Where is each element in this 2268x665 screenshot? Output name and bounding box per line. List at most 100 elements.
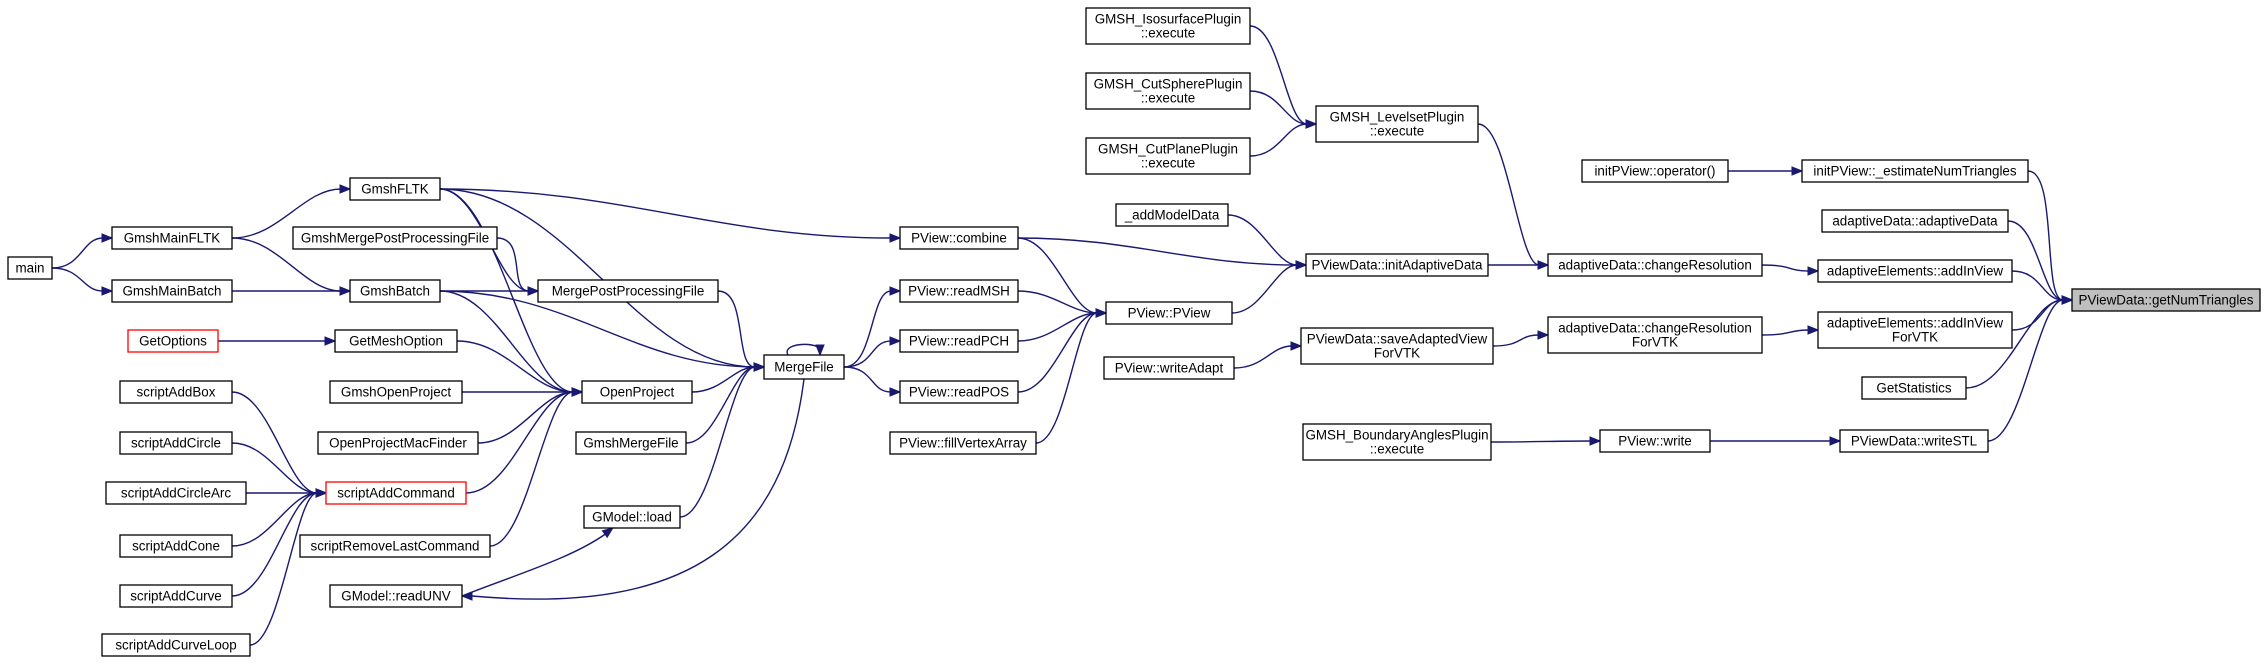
node-gmsh-open-project[interactable]: GmshOpenProject [329, 380, 463, 404]
edge-line [461, 532, 608, 597]
node-script-add-circle[interactable]: scriptAddCircle [119, 431, 233, 455]
edge-line [1965, 299, 2064, 389]
node-open-project-mac-finder[interactable]: OpenProjectMacFinder [317, 431, 479, 455]
node-label: adaptiveElements::addInView [1827, 264, 2004, 279]
node-label: adaptiveElements::addInView [1827, 316, 2004, 331]
node-pview-read-pos[interactable]: PView::readPOS [899, 380, 1019, 404]
node-get-statistics[interactable]: GetStatistics [1861, 376, 1967, 400]
edge-adaptive-data-ctor-to-get-num-triangles [2007, 220, 2074, 305]
node-label: PView::write [1618, 434, 1691, 449]
node-estimate-num-triangles[interactable]: initPView::_estimateNumTriangles [1801, 159, 2029, 183]
node-script-add-cone[interactable]: scriptAddCone [119, 534, 233, 558]
node-gmsh-merge-post-processing-file[interactable]: GmshMergePostProcessingFile [292, 226, 498, 250]
node-levelset-plugin[interactable]: GMSH_LevelsetPlugin::execute [1315, 105, 1479, 143]
node-cut-plane-plugin[interactable]: GMSH_CutPlanePlugin::execute [1085, 137, 1251, 175]
edge-script-add-box-to-script-add-command [231, 391, 328, 498]
node-gmsh-batch[interactable]: GmshBatch [349, 279, 441, 303]
node-label: scriptAddCone [132, 539, 220, 554]
node-pview-write[interactable]: PView::write [1599, 429, 1711, 453]
edge-line [489, 391, 574, 547]
node-get-mesh-option[interactable]: GetMeshOption [334, 329, 458, 353]
edge-script-add-curve-loop-to-script-add-command [249, 488, 328, 646]
node-label: PViewData::initAdaptiveData [1312, 258, 1484, 273]
node-label: adaptiveData::adaptiveData [1832, 214, 1998, 229]
edge-line [51, 237, 104, 269]
edge-open-project-mac-finder-to-open-project [477, 387, 584, 444]
node-box [349, 177, 441, 201]
edge-main-to-gmsh-main-fltk [51, 233, 114, 269]
node-init-adaptive-data[interactable]: PViewData::initAdaptiveData [1305, 253, 1489, 277]
node-write-stl[interactable]: PViewData::writeSTL [1839, 429, 1989, 453]
node-adaptive-data-ctor[interactable]: adaptiveData::adaptiveData [1821, 209, 2009, 233]
edge-line [786, 343, 822, 356]
edge-line [685, 366, 756, 444]
node-pview-combine[interactable]: PView::combine [899, 226, 1019, 250]
node-gmsh-merge-file[interactable]: GmshMergeFile [575, 431, 687, 455]
edge-line [231, 492, 318, 597]
node-pview-fill-vertex-array[interactable]: PView::fillVertexArray [889, 431, 1037, 455]
node-label: GModel::readUNV [341, 589, 450, 604]
node-box [1801, 159, 2029, 183]
node-label: PView::readPCH [909, 334, 1009, 349]
node-box [899, 226, 1019, 250]
node-label: scriptAddBox [137, 385, 216, 400]
edge-main-to-gmsh-main-batch [51, 267, 114, 296]
edge-line [471, 378, 805, 600]
edge-line [1477, 123, 1540, 266]
edge-change-resolution-to-add-in-view [1761, 264, 1820, 276]
node-box [1105, 301, 1233, 325]
node-script-add-box[interactable]: scriptAddBox [119, 380, 233, 404]
node-label: scriptAddCircle [131, 436, 221, 451]
node-gmsh-main-batch[interactable]: GmshMainBatch [111, 279, 233, 303]
node-label: GModel::load [592, 510, 672, 525]
edge-script-remove-last-command-to-open-project [489, 387, 584, 547]
node-pview-pview[interactable]: PView::PView [1105, 301, 1233, 325]
node-pview-write-adapt[interactable]: PView::writeAdapt [1103, 356, 1235, 380]
node-merge-file[interactable]: MergeFile [763, 354, 845, 380]
edge-line [843, 340, 892, 368]
node-boundary-angles-plugin[interactable]: GMSH_BoundaryAnglesPlugin::execute [1302, 423, 1492, 461]
node-box [1817, 311, 2013, 349]
node-box [111, 226, 233, 250]
arrowhead [889, 387, 902, 397]
node-get-options[interactable]: GetOptions [127, 329, 219, 353]
node-cut-sphere-plugin[interactable]: GMSH_CutSpherePlugin::execute [1085, 72, 1251, 110]
node-box [1300, 327, 1494, 365]
arrowhead [1807, 325, 1820, 335]
node-change-resolution[interactable]: adaptiveData::changeResolution [1547, 253, 1763, 277]
node-pview-read-msh[interactable]: PView::readMSH [899, 279, 1019, 303]
node-script-remove-last-command[interactable]: scriptRemoveLastCommand [299, 534, 491, 558]
node-script-add-curve[interactable]: scriptAddCurve [119, 584, 233, 608]
edge-line [231, 391, 318, 494]
node-add-in-view[interactable]: adaptiveElements::addInView [1817, 259, 2013, 283]
node-open-project[interactable]: OpenProject [581, 380, 693, 404]
node-gmodel-load[interactable]: GModel::load [583, 505, 681, 529]
edge-line [439, 188, 892, 239]
node-gmsh-fltk[interactable]: GmshFLTK [349, 177, 441, 201]
node-init-pview-operator[interactable]: initPView::operator() [1581, 159, 1729, 183]
arrowhead [315, 488, 328, 498]
node-script-add-circle-arc[interactable]: scriptAddCircleArc [105, 481, 247, 505]
node-script-add-command[interactable]: scriptAddCommand [325, 481, 467, 505]
node-isosurface-plugin[interactable]: GMSH_IsosurfacePlugin::execute [1085, 7, 1251, 45]
edge-add-model-data-to-init-adaptive-data [1227, 214, 1308, 270]
node-pview-read-pch[interactable]: PView::readPCH [899, 329, 1019, 353]
edge-save-adapted-view-for-vtk-to-change-resolution-for-vtk [1492, 330, 1550, 347]
node-gmsh-main-fltk[interactable]: GmshMainFLTK [111, 226, 233, 250]
node-box [119, 534, 233, 558]
node-get-num-triangles[interactable]: PViewData::getNumTriangles [2071, 288, 2261, 312]
node-label: MergeFile [774, 360, 834, 375]
node-label: GMSH_IsosurfacePlugin [1095, 12, 1242, 27]
node-box [119, 380, 233, 404]
node-box [329, 380, 463, 404]
node-script-add-curve-loop[interactable]: scriptAddCurveLoop [101, 633, 251, 657]
node-add-model-data[interactable]: _addModelData [1115, 203, 1229, 227]
edge-levelset-plugin-to-change-resolution [1477, 123, 1550, 270]
node-main[interactable]: main [7, 256, 53, 280]
arrowhead [1537, 330, 1550, 340]
node-merge-post-processing-file[interactable]: MergePostProcessingFile [537, 279, 719, 303]
node-gmodel-read-unv[interactable]: GModel::readUNV [329, 584, 463, 608]
